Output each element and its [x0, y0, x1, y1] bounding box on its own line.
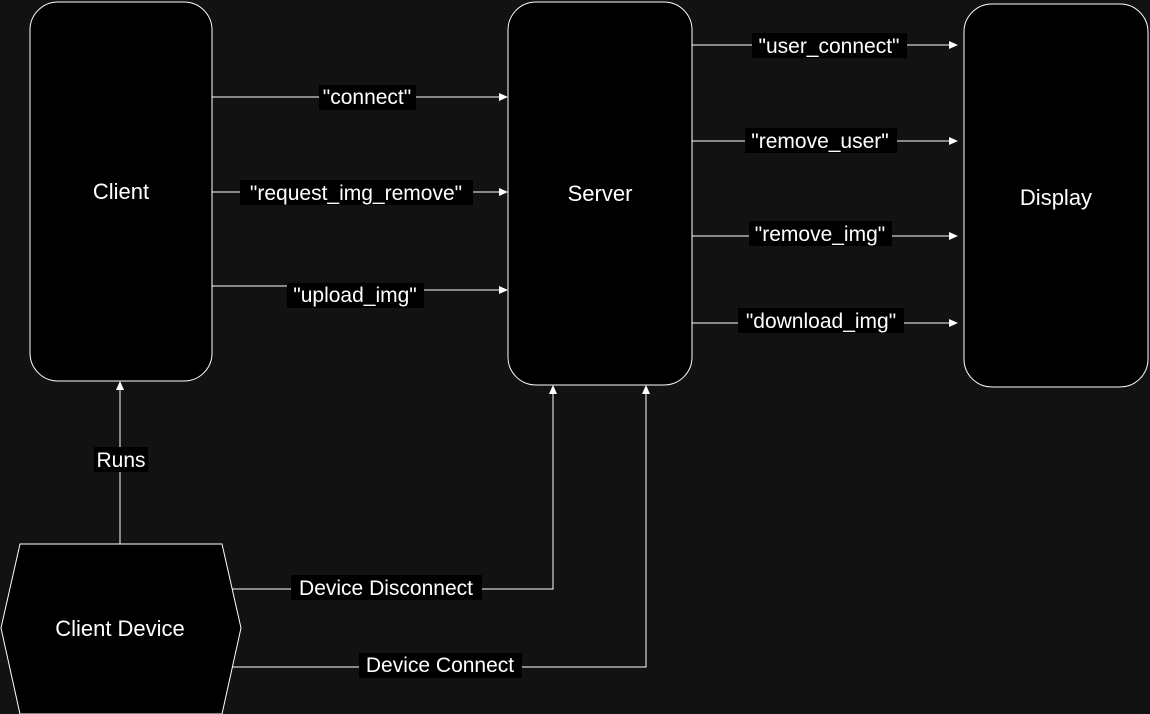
edge-device-connect: Device Connect: [232, 385, 650, 678]
edge-device-disconnect: Device Disconnect: [232, 385, 557, 600]
arrow-head: [116, 381, 124, 390]
edge-runs: Runs: [94, 381, 148, 544]
client-device-node-label: Client Device: [55, 616, 185, 641]
edge-download-img: "download_img": [692, 308, 958, 333]
edge-request-img-remove-label-bg: [240, 180, 473, 205]
edge-runs-label: Runs: [96, 449, 145, 472]
edge-request-img-remove-label: "request_img_remove": [250, 182, 462, 205]
edge-remove-user: "remove_user": [692, 128, 958, 153]
edge-device-disconnect-line: [232, 393, 554, 590]
client-node[interactable]: Client: [29, 1, 213, 382]
edge-device-connect-label: Device Connect: [366, 654, 514, 677]
edge-remove-img-label-bg: [749, 221, 892, 246]
edge-user-connect-label: "user_connect": [759, 35, 900, 58]
arrow-head: [949, 41, 958, 49]
arrow-head: [499, 93, 508, 101]
display-node-shape: [963, 3, 1149, 388]
edge-remove-user-label: "remove_user": [751, 130, 888, 153]
edge-device-disconnect-label-bg: [291, 575, 482, 600]
arrow-head: [499, 188, 508, 196]
edge-download-img-label: "download_img": [746, 310, 896, 333]
edge-upload-img-label-bg: [287, 283, 424, 308]
edge-device-connect-label-bg: [359, 653, 522, 678]
arrow-head: [549, 385, 557, 394]
edge-device-connect-line: [232, 393, 647, 668]
display-node-label: Display: [1020, 185, 1092, 210]
edge-runs-label-bg: [94, 447, 148, 472]
arrow-head: [499, 286, 508, 294]
display-node[interactable]: Display: [963, 3, 1149, 388]
edge-remove-img-label: "remove_img": [755, 223, 885, 246]
server-node-shape: [507, 1, 693, 386]
edge-upload-img-label: "upload_img": [293, 284, 417, 307]
client-device-node-shape: [0, 543, 242, 714]
server-node-label: Server: [568, 181, 633, 206]
edge-remove-img: "remove_img": [692, 221, 958, 246]
edge-device-disconnect-label: Device Disconnect: [299, 577, 473, 600]
edge-connect: "connect": [212, 85, 508, 110]
edge-connect-label: "connect": [323, 86, 411, 109]
arrow-head: [949, 137, 958, 145]
edge-request-img-remove: "request_img_remove": [212, 180, 508, 205]
edge-connect-label-bg: [319, 85, 416, 110]
edge-download-img-label-bg: [738, 308, 904, 333]
server-node[interactable]: Server: [507, 1, 693, 386]
edge-remove-user-label-bg: [745, 128, 897, 153]
arrow-head: [949, 319, 958, 327]
client-node-label: Client: [93, 179, 149, 204]
edge-user-connect-label-bg: [752, 33, 907, 58]
edge-upload-img: "upload_img": [212, 283, 508, 308]
edge-user-connect: "user_connect": [692, 33, 958, 58]
arrow-head: [642, 385, 650, 394]
arrow-head: [949, 232, 958, 240]
client-device-node[interactable]: Client Device: [0, 543, 242, 714]
